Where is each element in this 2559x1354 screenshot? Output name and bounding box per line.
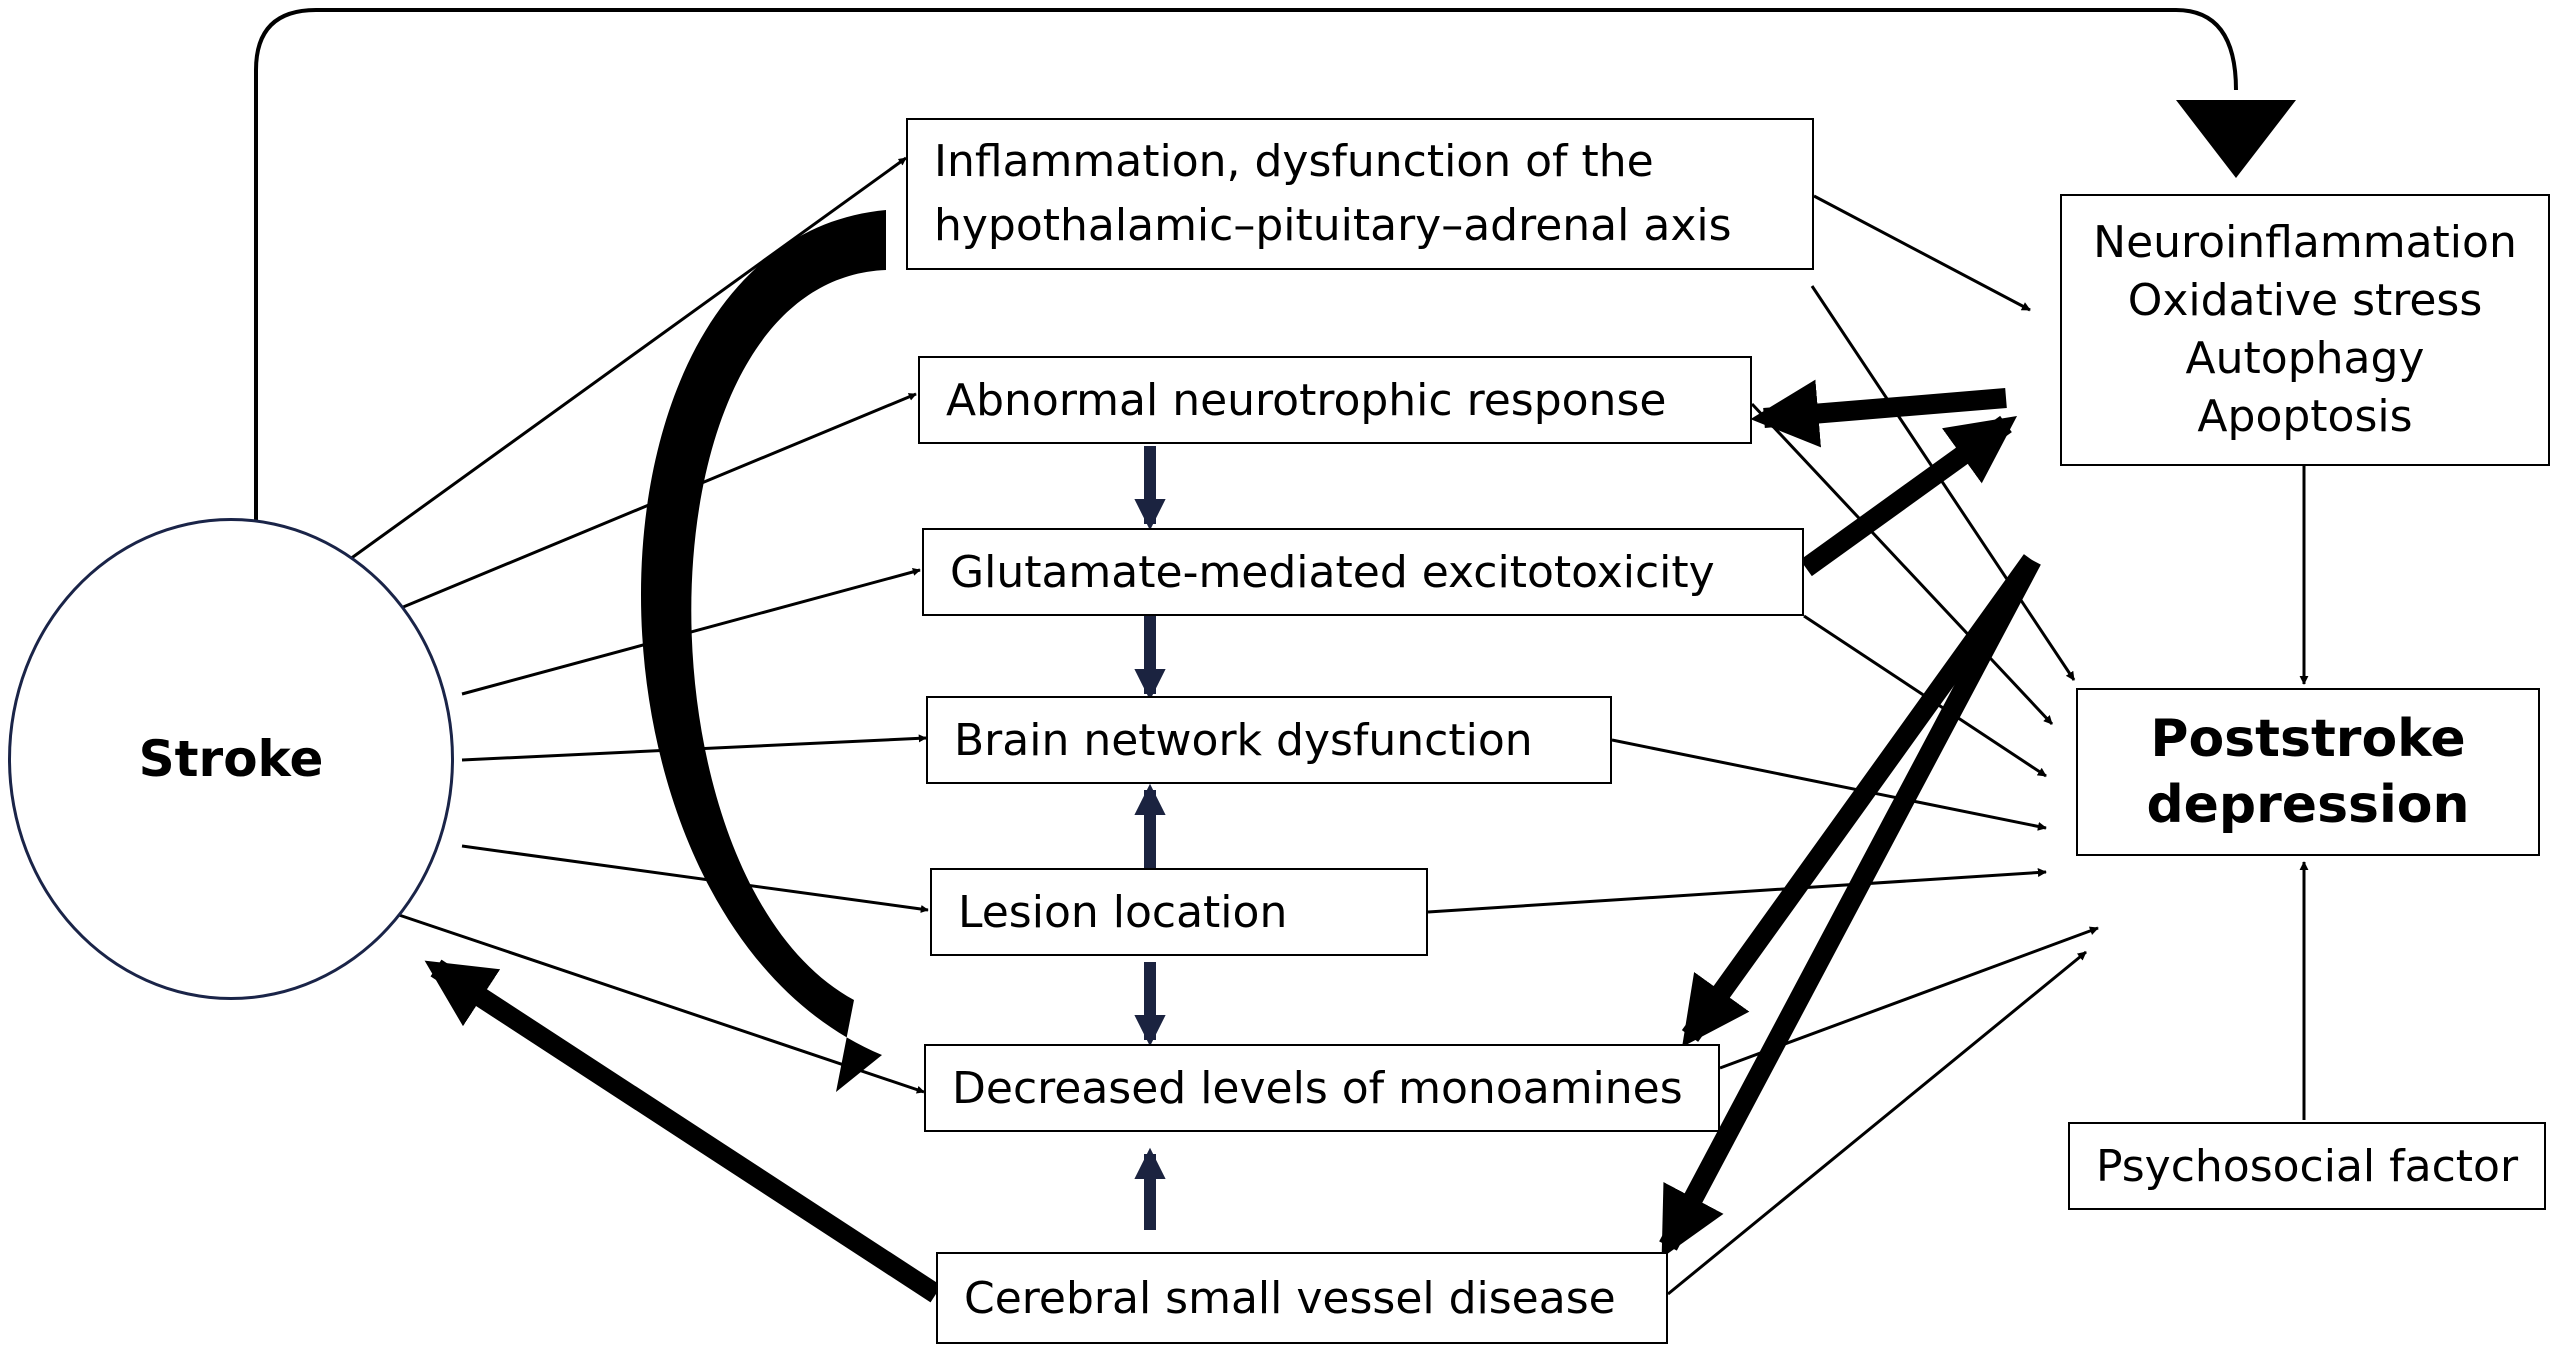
neurotrophic-box: Abnormal neurotrophic response (918, 356, 1752, 444)
arrow-stroke-to-inflammation (345, 156, 907, 564)
mechanism-item: Apoptosis (2197, 391, 2413, 442)
mechanism-item: Autophagy (2185, 333, 2425, 384)
inflammation-text: Inflammation, dysfunction of the hypotha… (934, 130, 1732, 258)
small-vessel-box: Cerebral small vessel disease (936, 1252, 1668, 1344)
stroke-label: Stroke (138, 730, 324, 788)
monoamines-box: Decreased levels of monoamines (924, 1044, 1720, 1132)
glutamate-label: Glutamate-mediated excitotoxicity (950, 546, 1715, 598)
inflammation-line-1: Inflammation, dysfunction of the (934, 136, 1654, 187)
network-label: Brain network dysfunction (954, 714, 1533, 766)
arrow-network-to-psd (1611, 738, 2047, 831)
inflammation-box: Inflammation, dysfunction of the hypotha… (906, 118, 1814, 270)
psychosocial-label: Psychosocial factor (2095, 1140, 2519, 1192)
thick-arrow-mechanisms-to-monoamines (1681, 554, 2041, 1048)
psychosocial-box: Psychosocial factor (2068, 1122, 2546, 1210)
network-box: Brain network dysfunction (926, 696, 1612, 784)
poststroke-depression-box: Poststroke depression (2076, 688, 2540, 856)
neurotrophic-label: Abnormal neurotrophic response (946, 374, 1667, 426)
thick-arrow-mechanisms-to-smallvessel (1659, 555, 2041, 1259)
monoamines-label: Decreased levels of monoamines (952, 1062, 1683, 1114)
top-loop-arrowhead (2176, 100, 2296, 178)
lesion-label: Lesion location (958, 886, 1288, 938)
arrow-inflammation-to-mechanisms (1813, 194, 2031, 312)
inflammation-line-2: hypothalamic–pituitary–adrenal axis (934, 200, 1732, 251)
outcome-line-2: depression (2146, 775, 2470, 835)
small-vessel-label: Cerebral small vessel disease (964, 1272, 1616, 1324)
stroke-node: Stroke (8, 518, 454, 1000)
mechanisms-list: Neuroinflammation Oxidative stress Autop… (2093, 214, 2517, 446)
outcome-line-1: Poststroke (2150, 709, 2466, 769)
arrow-neurotrophic-to-psd (1750, 402, 2054, 726)
glutamate-box: Glutamate-mediated excitotoxicity (922, 528, 1804, 616)
top-loop-connector (254, 8, 2238, 546)
poststroke-depression-text: Poststroke depression (2146, 706, 2469, 838)
arrow-stroke-to-monoamines (395, 912, 925, 1094)
arrow-stroke-to-lesion (461, 844, 929, 913)
lesion-box: Lesion location (930, 868, 1428, 956)
mechanism-item: Neuroinflammation (2093, 217, 2517, 268)
thick-arrow-smallvessel-to-stroke (424, 959, 942, 1303)
curved-arrow-inflammation-to-monoamines (640, 210, 886, 1092)
arrow-inflammation-to-psd (1810, 285, 2076, 681)
thick-arrow-glutamate-to-mechanisms (1800, 415, 2018, 577)
arrow-smallvessel-to-psd (1667, 950, 2087, 1296)
mechanisms-box: Neuroinflammation Oxidative stress Autop… (2060, 194, 2550, 466)
mechanism-item: Oxidative stress (2127, 275, 2483, 326)
arrow-lesion-to-psd (1427, 868, 2047, 914)
thick-arrow-mechanisms-to-neurotrophic (1750, 379, 2007, 448)
